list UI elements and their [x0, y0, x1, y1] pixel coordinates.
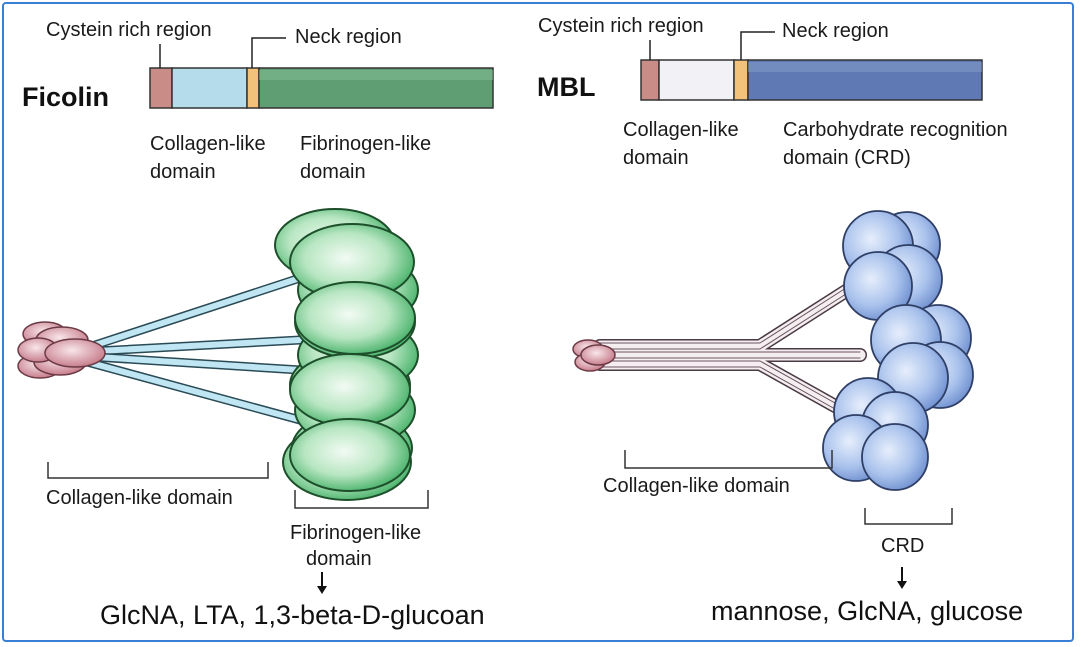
mbl-crd-structure-label: CRD: [881, 535, 924, 557]
mbl-neck-segment: [733, 59, 749, 101]
ficolin-fibrinogen-shine: [259, 70, 493, 80]
mbl-crd-label-2: domain (CRD): [783, 147, 911, 169]
ficolin-fibrinogen-segment: [258, 67, 494, 109]
ficolin-ligands: GlcNA, LTA, 1,3-beta-D-glucoan: [100, 600, 485, 630]
ficolin-collagen-structure-label: Collagen-like domain: [46, 487, 233, 509]
mbl-cysteine-label: Cystein rich region: [538, 15, 704, 37]
mbl-collagen-label-2: domain: [623, 147, 689, 169]
mbl-cysteine-segment: [640, 59, 660, 101]
ficolin-collagen-bracket: [47, 462, 269, 479]
mbl-crd-label-1: Carbohydrate recognition: [783, 119, 1008, 141]
mbl-stalks: [593, 275, 867, 427]
mbl-collagen-structure-label: Collagen-like domain: [603, 475, 790, 497]
ficolin-structure: Collagen-like domain Fibrinogen-like dom…: [17, 208, 485, 630]
ficolin-stalks: [75, 273, 305, 425]
ficolin-fibrinogen-structure-label-2: domain: [306, 548, 372, 570]
ficolin-fibrinogen-bracket: [294, 490, 429, 509]
mbl-n-terminal-node: [572, 339, 616, 372]
ficolin-fibrinogen-structure-label-1: Fibrinogen-like: [290, 522, 421, 544]
ficolin-neck-label: Neck region: [295, 26, 402, 48]
ficolin-title: Ficolin: [22, 82, 109, 112]
ficolin-n-terminal-node: [17, 321, 106, 379]
mbl-collagen-segment: [658, 59, 735, 101]
ficolin-fibrinogen-heads: [274, 208, 419, 501]
ficolin-neck-leader: [251, 37, 286, 68]
mbl-crd-segment: [747, 59, 983, 101]
mbl-bar: MBL Cystein rich region Neck region Coll…: [537, 15, 1008, 169]
ficolin-bar: Ficolin Cystein rich region Neck region …: [22, 19, 494, 183]
mbl-title: MBL: [537, 72, 595, 102]
mbl-collagen-label-1: Collagen-like: [623, 119, 739, 141]
ficolin-collagen-segment: [171, 67, 248, 109]
ficolin-neck-segment: [246, 67, 260, 109]
mbl-crd-shine: [748, 62, 982, 72]
ficolin-fibrinogen-label-1: Fibrinogen-like: [300, 133, 431, 155]
mbl-neck-label: Neck region: [782, 20, 889, 42]
ficolin-arrow: [317, 572, 327, 594]
mbl-crd-bracket: [864, 508, 953, 525]
mbl-arrow: [897, 567, 907, 589]
ficolin-cysteine-segment: [149, 67, 173, 109]
mbl-neck-leader: [740, 31, 775, 60]
mbl-crd-heads: [822, 210, 974, 491]
mbl-structure: Collagen-like domain CRD mannose, GlcNA,…: [572, 210, 1023, 626]
mbl-ligands: mannose, GlcNA, glucose: [711, 596, 1023, 626]
ficolin-collagen-label-2: domain: [150, 161, 216, 183]
mbl-collagen-bracket: [624, 450, 833, 469]
ficolin-collagen-label-1: Collagen-like: [150, 133, 266, 155]
ficolin-cysteine-label: Cystein rich region: [46, 19, 212, 41]
ficolin-fibrinogen-label-2: domain: [300, 161, 366, 183]
